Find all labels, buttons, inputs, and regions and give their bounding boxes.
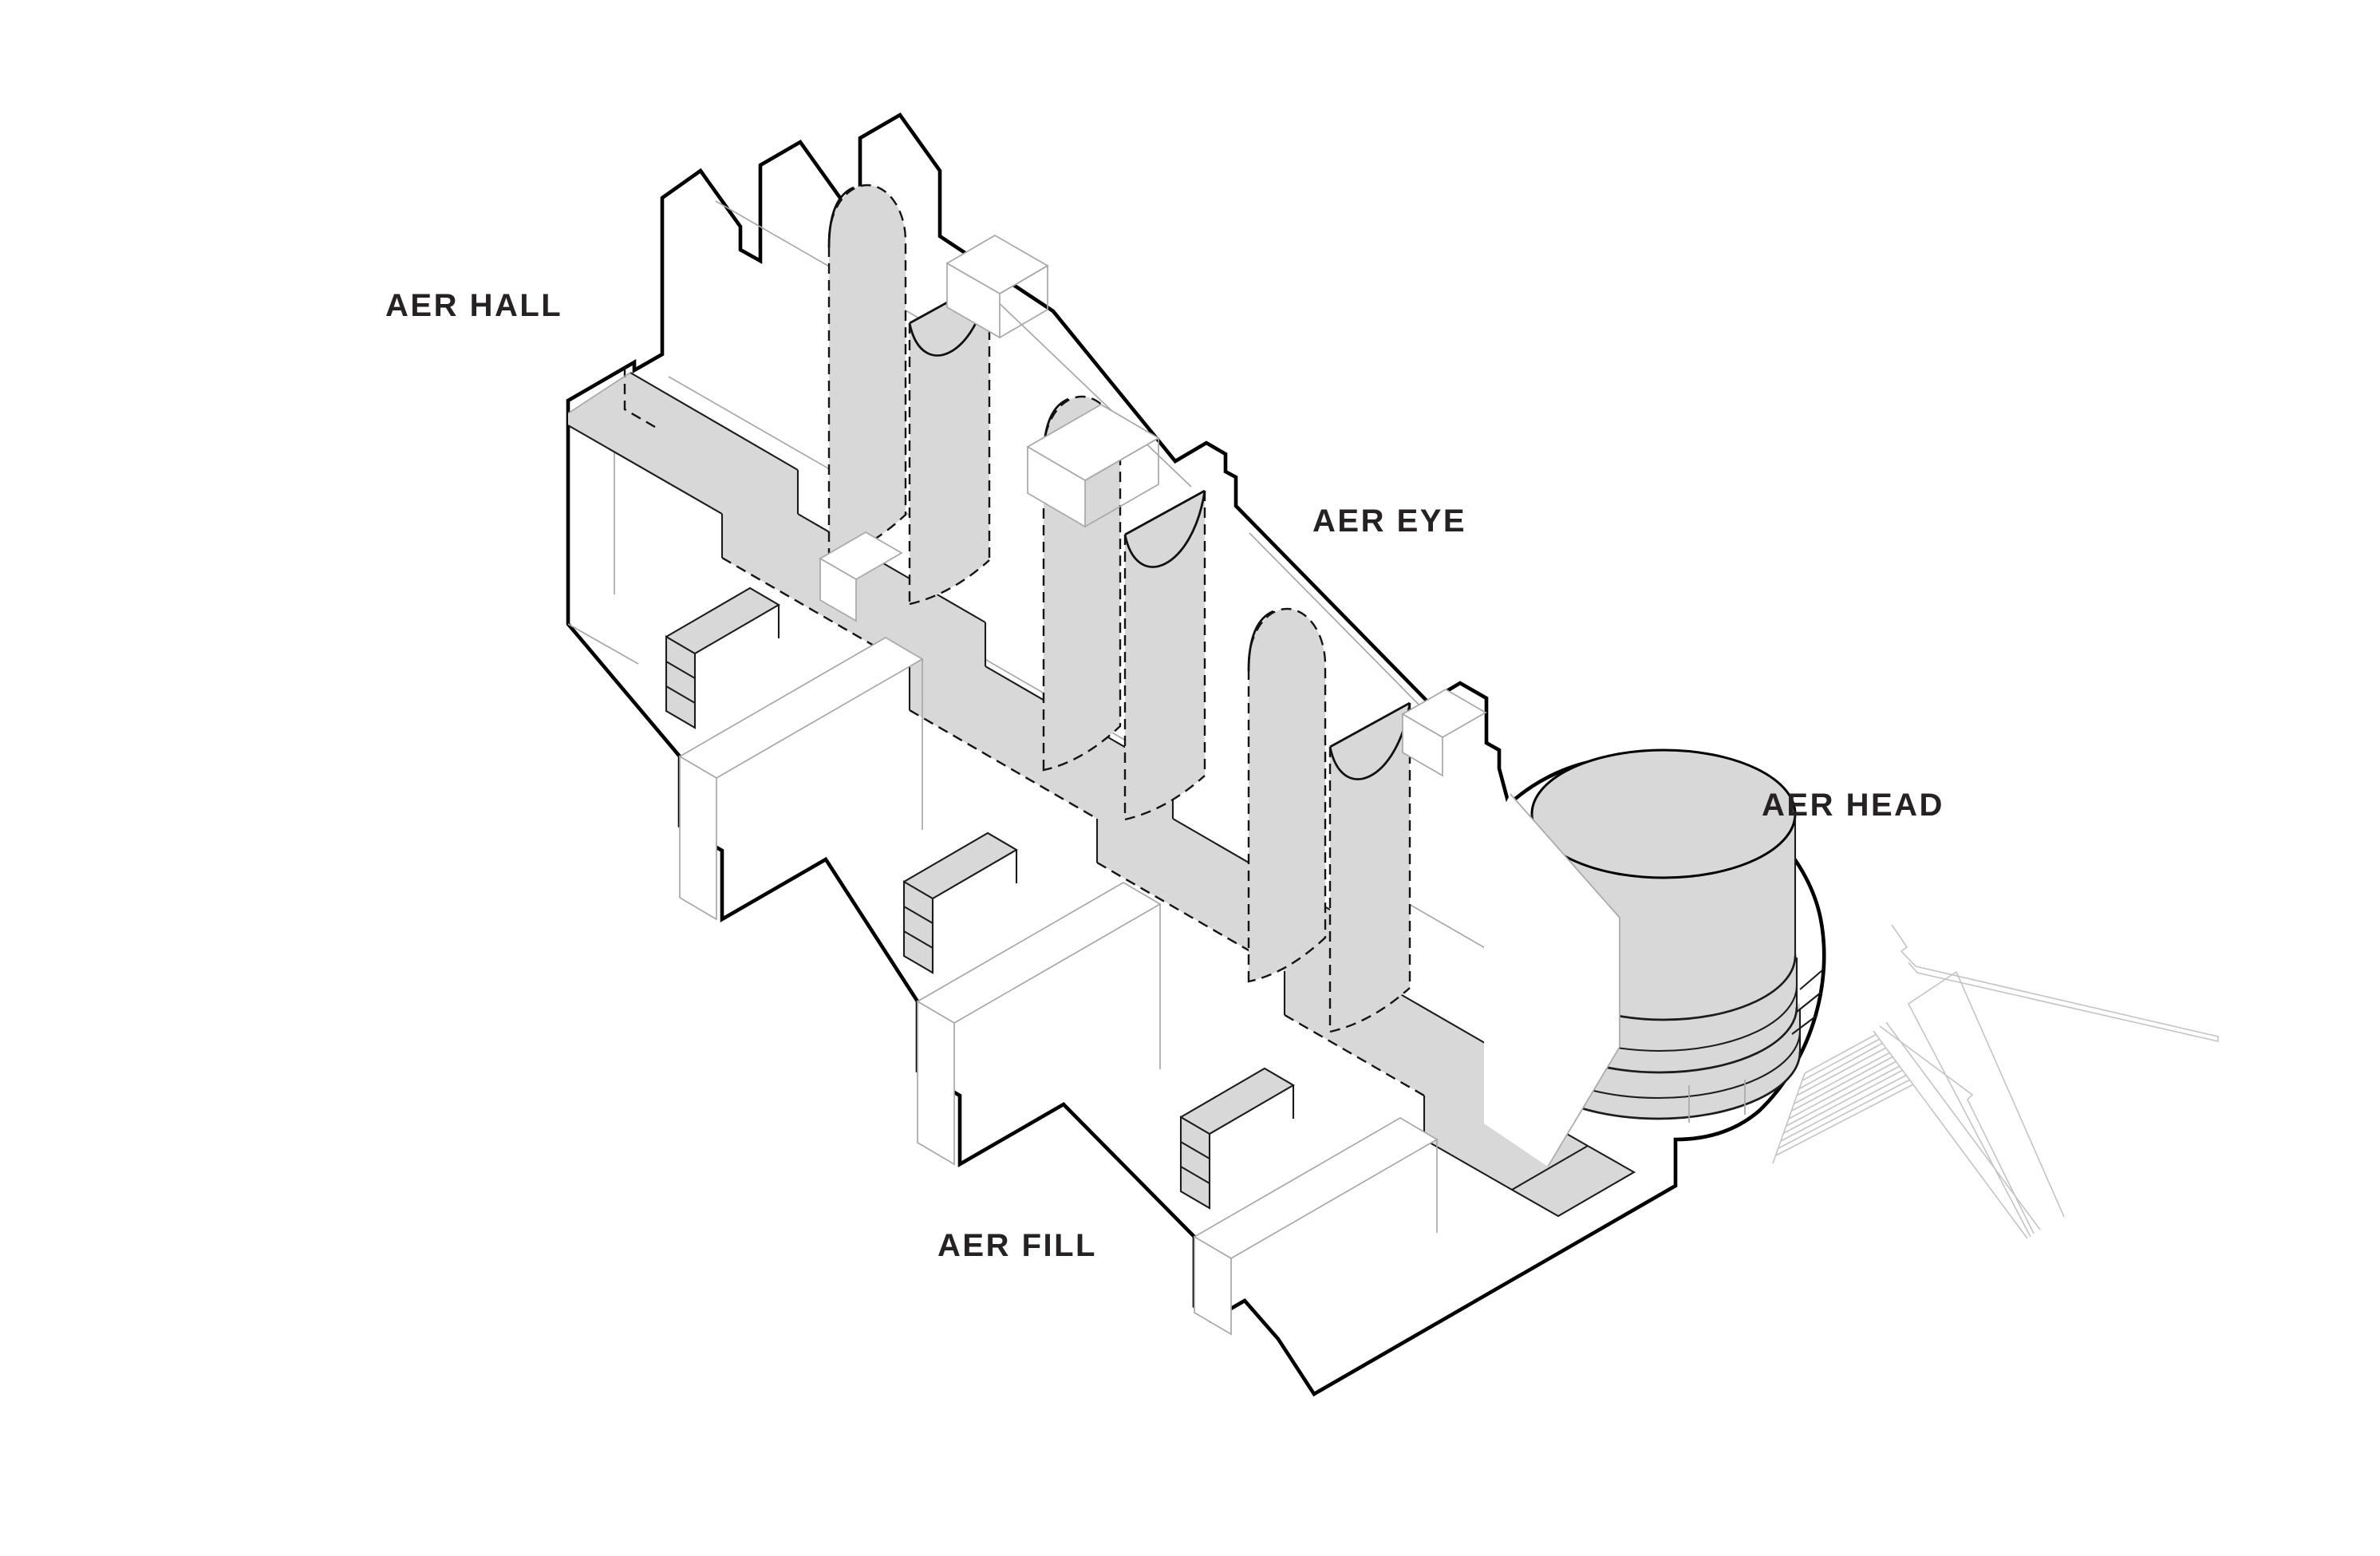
labels: AER HALL AER EYE AER HEAD AER FILL (385, 288, 1944, 1263)
slab-3 (1179, 1067, 1296, 1210)
eye-box-2 (1026, 404, 1160, 528)
hall-fin-walls (678, 637, 1439, 1336)
drum-small-posts (1688, 1080, 1746, 1123)
head-drum (1484, 748, 1823, 1167)
cylinder-2-right (1123, 489, 1206, 821)
eye-box-3 (1401, 689, 1487, 777)
fin-3 (1193, 1117, 1439, 1336)
site-linework (1772, 924, 2219, 1239)
stair-fan-lines (1775, 1033, 1914, 1156)
fin-2 (916, 882, 1162, 1166)
cylinder-1-right (908, 278, 991, 606)
drum-hatch-lines (1791, 970, 1823, 1035)
cylinder-3-right (1328, 701, 1411, 1033)
label-aer-hall: AER HALL (385, 288, 562, 323)
bleacher-slabs (665, 586, 1296, 1210)
plaza-edge-a (1907, 971, 2031, 1238)
promenade-rail-2 (1879, 1025, 2035, 1234)
drum-front-wedge (1484, 793, 1620, 1167)
cylinder-1-left (827, 184, 907, 560)
label-aer-head: AER HEAD (1762, 788, 1944, 823)
promenade-rail-3 (1885, 1021, 2041, 1230)
plaza-edge-b (1956, 971, 2065, 1218)
dome-accent-1 (827, 186, 855, 248)
silo-cylinders (827, 184, 1411, 1033)
eye-skylight-boxes (819, 235, 1487, 777)
mast-wedge-line (1891, 924, 2219, 1043)
slab-1 (665, 586, 781, 729)
dome-accent-3 (1247, 610, 1274, 672)
cylinder-3-left (1247, 607, 1327, 983)
drum-top-disc (1530, 748, 1797, 879)
label-aer-fill: AER FILL (937, 1228, 1097, 1263)
fin-1 (678, 637, 924, 921)
eye-box-4 (819, 531, 903, 622)
fill-ramp-band (567, 367, 1636, 1218)
eye-box-1 (945, 235, 1049, 339)
promenade-rail-1 (1873, 1030, 2028, 1239)
ramp-hidden-edges (623, 367, 1425, 1097)
label-aer-eye: AER EYE (1312, 504, 1466, 539)
slab-2 (902, 831, 1019, 974)
